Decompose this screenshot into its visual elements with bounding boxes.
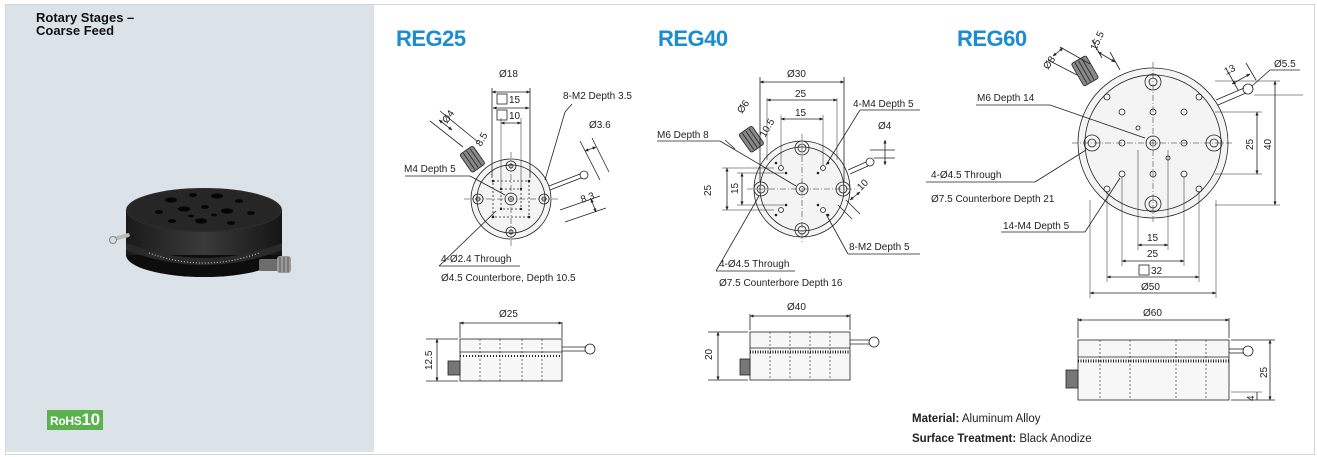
reg60-label-thru2: Ø7.5 Counterbore Depth 21 <box>931 194 1055 205</box>
reg25-label-m2: 8-M2 Depth 3.5 <box>563 91 632 102</box>
reg40-label-v15: 15 <box>730 182 741 194</box>
reg25-label-side-h: 12.5 <box>424 350 435 370</box>
material-info: Material: Aluminum Alloy Surface Treatme… <box>912 409 1092 449</box>
treatment-value: Black Anodize <box>1016 433 1092 445</box>
square-symbol <box>496 93 508 105</box>
rohs-badge: RoHS10 <box>47 410 103 430</box>
reg60-label-d50: Ø50 <box>1141 282 1160 293</box>
reg40-label-n105: 10.5 <box>758 117 777 140</box>
model-title-reg60: REG60 <box>957 26 1027 51</box>
reg40-label-side-d: Ø40 <box>787 302 806 313</box>
reg25-label-n85: 8.5 <box>474 131 491 149</box>
reg25-label-m4: M4 Depth 5 <box>404 164 456 175</box>
treatment-row: Surface Treatment: Black Anodize <box>912 429 1092 449</box>
material-row: Material: Aluminum Alloy <box>912 409 1092 429</box>
reg60-label-m4: 14-M4 Depth 5 <box>1003 221 1070 232</box>
reg25-label-d18: Ø18 <box>499 69 518 80</box>
rotary-stage-photo <box>109 188 291 277</box>
section-title-line1: Rotary Stages – <box>36 10 135 25</box>
reg60-label-n155: 15.5 <box>1089 30 1107 53</box>
reg60-label-thru1: 4-Ø4.5 Through <box>931 170 1001 181</box>
reg40-label-m6: M6 Depth 8 <box>657 130 709 141</box>
reg25-top-view <box>405 88 610 267</box>
reg60-label-v40: 40 <box>1263 138 1274 150</box>
reg40-label-thru1: 4-Ø4.5 Through <box>719 259 789 270</box>
rohs-prefix: RoHS <box>50 414 82 428</box>
reg60-label-d8: Ø8 <box>1041 54 1058 72</box>
reg25-label-d36: Ø3.6 <box>589 120 611 131</box>
square-symbol <box>496 109 508 121</box>
reg40-label-n25: 25 <box>795 89 807 100</box>
reg40-label-m2: 8-M2 Depth 5 <box>849 242 910 253</box>
treatment-label: Surface Treatment: <box>912 433 1017 445</box>
model-title-reg25: REG25 <box>396 26 466 51</box>
reg60-label-side-4: 4 <box>1246 395 1257 401</box>
reg40-label-n10: 10 <box>855 177 871 193</box>
reg60-label-side-d: Ø60 <box>1143 308 1162 319</box>
material-value: Aluminum Alloy <box>959 413 1041 425</box>
reg40-label-d30: Ø30 <box>787 69 806 80</box>
reg25-side-view <box>426 321 596 382</box>
reg40-label-thru2: Ø7.5 Counterbore Depth 16 <box>719 278 843 289</box>
reg40-label-side-h: 20 <box>704 348 715 360</box>
reg40-top-view <box>657 77 920 272</box>
section-title: Rotary Stages – Coarse Feed <box>36 11 134 37</box>
reg25-label-sq15: 15 <box>509 95 521 106</box>
model-title-reg40: REG40 <box>658 26 728 51</box>
catalog-frame <box>5 4 1315 455</box>
reg40-label-n15: 15 <box>795 108 807 119</box>
reg60-label-v25: 25 <box>1245 138 1256 150</box>
rohs-number: 10 <box>81 410 100 429</box>
reg25-label-n83: 8.3 <box>579 191 596 206</box>
reg60-label-m6: M6 Depth 14 <box>977 93 1035 104</box>
material-label: Material: <box>912 413 960 425</box>
reg60-label-h15: 15 <box>1147 233 1159 244</box>
reg60-label-sq32: 32 <box>1151 266 1163 277</box>
reg25-label-side-d: Ø25 <box>499 309 518 320</box>
reg40-label-m4: 4-M4 Depth 5 <box>853 99 914 110</box>
reg40-label-d4: Ø4 <box>878 121 892 132</box>
reg40-label-v25: 25 <box>703 184 714 196</box>
reg25-label-sq10: 10 <box>509 111 521 122</box>
reg60-label-h25: 25 <box>1147 249 1159 260</box>
reg25-label-thru2: Ø4.5 Counterbore, Depth 10.5 <box>441 273 576 284</box>
reg60-label-n13: 13 <box>1223 63 1238 78</box>
reg60-label-d55: Ø5.5 <box>1274 59 1296 70</box>
reg60-top-view <box>926 39 1303 298</box>
reg60-side-view <box>1065 318 1275 401</box>
reg60-label-side-h: 25 <box>1259 366 1270 378</box>
reg25-label-thru1: 4-Ø2.4 Through <box>441 254 511 265</box>
reg40-label-d6: Ø6 <box>735 98 752 116</box>
section-title-line2: Coarse Feed <box>36 23 115 38</box>
sidebar-panel: Rotary Stages – Coarse Feed <box>6 5 374 452</box>
reg40-side-view <box>708 314 880 381</box>
square-symbol <box>1138 264 1150 276</box>
